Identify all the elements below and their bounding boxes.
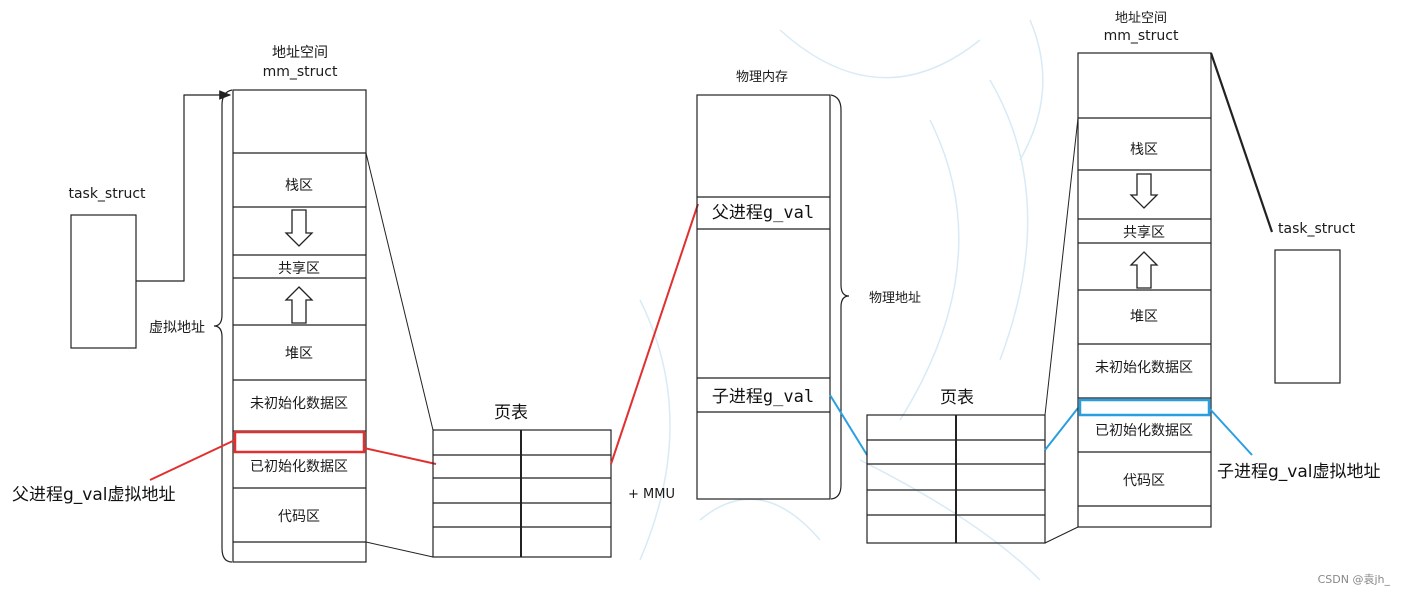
right-seg-data: 已初始化数据区 xyxy=(1095,422,1193,439)
left-seg-code: 代码区 xyxy=(278,509,320,525)
child-label-pointer xyxy=(1208,407,1253,456)
right-task-struct-box xyxy=(1274,249,1341,384)
right-space-title: 地址空间 xyxy=(1115,11,1167,26)
left-stack-down-arrow-icon xyxy=(284,209,314,247)
parent-vaddr-label: 父进程g_val虚拟地址 xyxy=(12,485,176,505)
left-page-table xyxy=(432,429,612,558)
physical-address-label: 物理地址 xyxy=(869,291,921,306)
right-map-line-bottom xyxy=(1044,526,1079,544)
right-space-subtitle: mm_struct xyxy=(1104,28,1179,44)
right-task-struct-label: task_struct xyxy=(1278,221,1356,237)
left-space-title: 地址空间 xyxy=(272,45,328,61)
right-page-table-title: 页表 xyxy=(940,388,974,408)
right-address-space xyxy=(1077,52,1212,528)
left-address-space xyxy=(232,89,367,563)
phys-parent-gval: 父进程g_val xyxy=(712,203,814,223)
right-seg-shared: 共享区 xyxy=(1123,224,1165,241)
right-stack-down-arrow-icon xyxy=(1129,173,1159,209)
left-map-line-bottom xyxy=(365,541,434,558)
child-vaddr-label: 子进程g_val虚拟地址 xyxy=(1217,462,1381,482)
left-task-struct-label: task_struct xyxy=(68,186,146,202)
right-heap-up-arrow-icon xyxy=(1129,251,1159,289)
left-seg-stack: 栈区 xyxy=(285,178,313,194)
left-virtual-brace xyxy=(213,89,233,563)
left-seg-heap: 堆区 xyxy=(285,346,313,362)
right-seg-bss: 未初始化数据区 xyxy=(1095,359,1193,376)
mmu-label: + MMU xyxy=(628,487,675,502)
right-map-line-top xyxy=(1044,117,1079,416)
right-page-table xyxy=(866,414,1046,544)
parent-to-pagetable-line xyxy=(363,447,437,465)
parent-label-pointer xyxy=(149,439,236,481)
left-virtual-address-label: 虚拟地址 xyxy=(149,320,205,336)
background-scribble xyxy=(639,19,1044,581)
watermark: CSDN @袁jh_ xyxy=(1318,573,1391,586)
pagetable-to-child-vaddr-line xyxy=(1044,407,1079,451)
left-task-struct-box xyxy=(70,214,137,349)
physical-brace xyxy=(830,94,850,500)
left-page-table-title: 页表 xyxy=(494,403,528,423)
right-seg-code: 代码区 xyxy=(1123,473,1165,489)
right-seg-heap: 堆区 xyxy=(1130,309,1158,325)
right-seg-stack: 栈区 xyxy=(1130,142,1158,158)
physical-memory xyxy=(696,94,831,500)
child-phys-to-pagetable-line xyxy=(829,394,868,456)
left-map-line-top xyxy=(365,152,434,431)
physical-memory-title: 物理内存 xyxy=(736,69,788,85)
left-task-arrow xyxy=(136,90,232,282)
pagetable-to-parent-phys-line xyxy=(610,203,699,465)
left-seg-bss: 未初始化数据区 xyxy=(250,395,348,412)
left-seg-data: 已初始化数据区 xyxy=(250,458,348,475)
left-space-subtitle: mm_struct xyxy=(263,64,338,80)
right-task-connector xyxy=(1209,52,1274,233)
parent-gval-virtual-slot xyxy=(233,430,366,454)
left-heap-up-arrow-icon xyxy=(284,286,314,324)
child-gval-virtual-slot xyxy=(1078,398,1211,417)
phys-child-gval: 子进程g_val xyxy=(712,387,814,407)
left-seg-shared: 共享区 xyxy=(278,260,320,277)
